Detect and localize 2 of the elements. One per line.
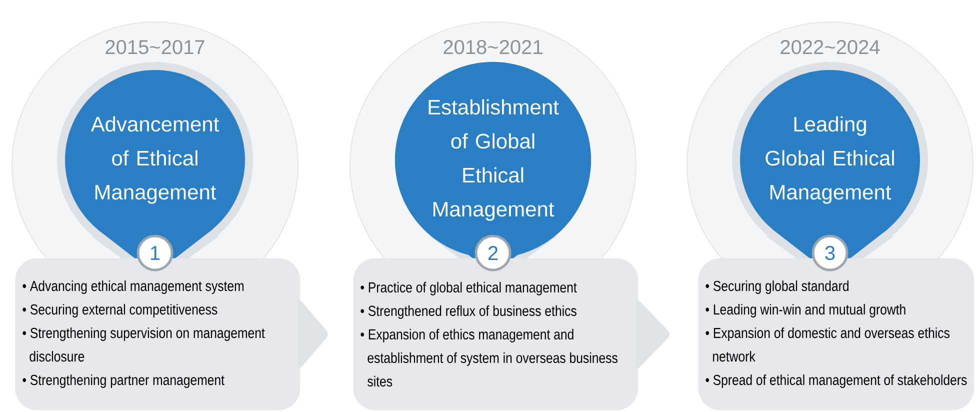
chevron-arrow [298,300,328,368]
chevron-arrow [636,300,670,368]
